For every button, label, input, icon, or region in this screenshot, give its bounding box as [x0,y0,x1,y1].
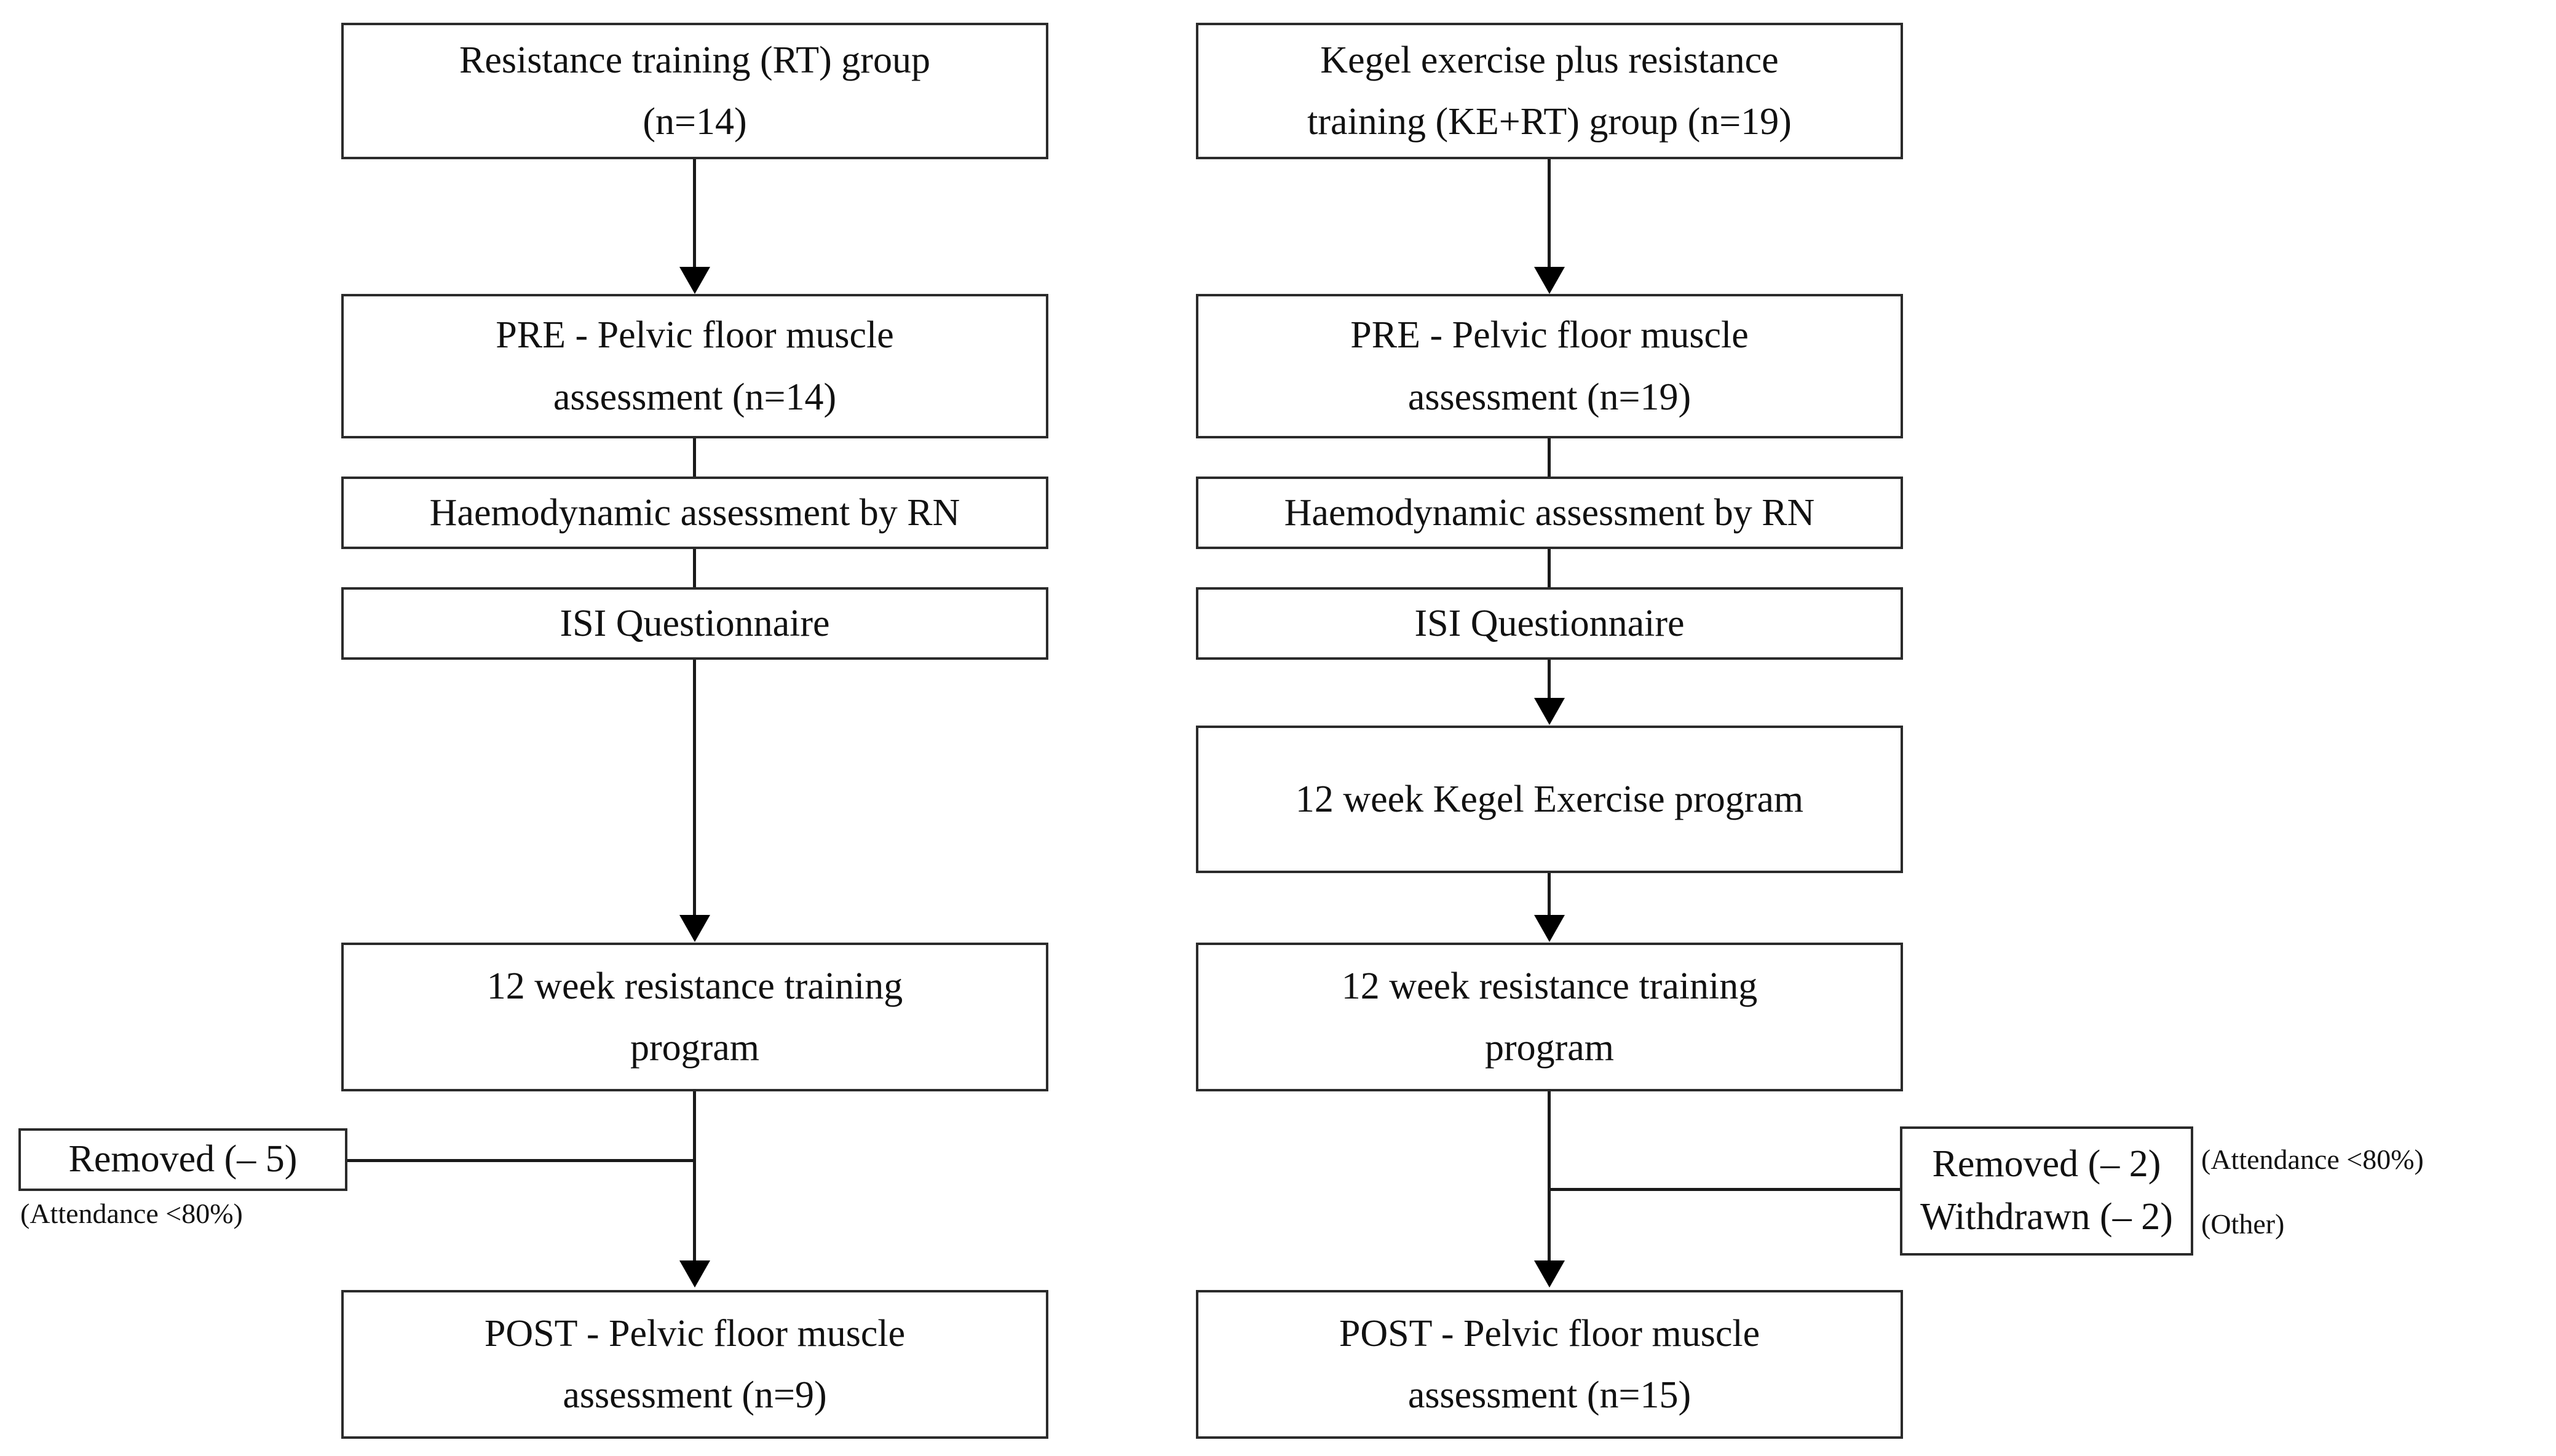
connector-kert-isi-to-kegel [1548,660,1551,700]
connector-rt-removed-branch [347,1159,694,1162]
connector-kert-group-to-pre [1548,159,1551,271]
node-kert-kegel-program: 12 week Kegel Exercise program [1196,726,1903,873]
node-rt-group-line1: Resistance training (RT) group [459,39,930,81]
connector-kert-haemo-to-isi [1548,549,1551,588]
node-kert-training-line2: program [1484,1027,1615,1069]
node-kert-training-program: 12 week resistance training program [1196,943,1903,1091]
node-rt-training-line1: 12 week resistance training [486,965,903,1007]
node-kert-kegel-label: 12 week Kegel Exercise program [1295,778,1804,820]
arrowhead-kert-kegel-to-program [1534,915,1565,942]
node-kert-removed-withdrawn: Removed (– 2) Withdrawn (– 2) [1900,1126,2193,1256]
node-rt-haemodynamic-label: Haemodynamic assessment by RN [429,491,960,534]
connector-kert-kegel-to-program [1548,873,1551,917]
node-kert-pre-line2: assessment (n=19) [1407,376,1691,418]
node-kert-post-assessment: POST - Pelvic floor muscle assessment (n… [1196,1290,1903,1439]
note-kert-removed-reason-1: (Other) [2201,1208,2285,1240]
node-kert-pre-assessment: PRE - Pelvic floor muscle assessment (n=… [1196,294,1903,438]
node-kert-haemodynamic: Haemodynamic assessment by RN [1196,477,1903,549]
connector-rt-program-to-post [693,1091,696,1262]
node-rt-isi-label: ISI Questionnaire [560,602,830,644]
arrowhead-rt-isi-to-program [679,915,710,942]
node-kert-group: Kegel exercise plus resistance training … [1196,23,1903,159]
node-kert-pre-line1: PRE - Pelvic floor muscle [1350,314,1749,357]
node-rt-post-line2: assessment (n=9) [563,1374,827,1416]
node-kert-removed-row-1: Withdrawn (– 2) [1920,1196,2173,1238]
node-rt-removed: Removed (– 5) [18,1128,347,1191]
node-kert-group-line2: training (KE+RT) group (n=19) [1307,101,1792,143]
node-kert-isi-questionnaire: ISI Questionnaire [1196,587,1903,660]
node-kert-training-line1: 12 week resistance training [1341,965,1758,1007]
node-kert-haemodynamic-label: Haemodynamic assessment by RN [1284,491,1815,534]
connector-rt-pre-to-haemo [693,438,696,478]
connector-kert-removed-branch [1548,1188,1903,1191]
node-rt-training-line2: program [630,1027,760,1069]
node-rt-training-program: 12 week resistance training program [341,943,1048,1091]
node-rt-post-assessment: POST - Pelvic floor muscle assessment (n… [341,1290,1048,1439]
connector-rt-isi-to-program [693,660,696,917]
connector-kert-pre-to-haemo [1548,438,1551,478]
arrowhead-kert-program-to-post [1534,1260,1565,1288]
node-rt-group-line2: (n=14) [643,101,747,143]
connector-rt-group-to-pre [693,159,696,271]
arrowhead-rt-program-to-post [679,1260,710,1288]
node-rt-pre-assessment: PRE - Pelvic floor muscle assessment (n=… [341,294,1048,438]
note-rt-removed-reason-0: (Attendance <80%) [20,1198,243,1229]
node-rt-removed-row-0: Removed (– 5) [68,1138,298,1181]
node-kert-group-line1: Kegel exercise plus resistance [1320,39,1779,81]
node-rt-haemodynamic: Haemodynamic assessment by RN [341,477,1048,549]
connector-rt-haemo-to-isi [693,549,696,588]
node-kert-removed-row-0: Removed (– 2) [1932,1143,2161,1185]
arrowhead-kert-group-to-pre [1534,267,1565,294]
node-rt-pre-line1: PRE - Pelvic floor muscle [496,314,894,357]
node-rt-post-line1: POST - Pelvic floor muscle [484,1312,906,1355]
node-rt-isi-questionnaire: ISI Questionnaire [341,587,1048,660]
node-kert-isi-label: ISI Questionnaire [1414,602,1685,644]
connector-kert-program-to-post [1548,1091,1551,1262]
arrowhead-rt-group-to-pre [679,267,710,294]
note-kert-removed-reason-0: (Attendance <80%) [2201,1144,2424,1175]
node-kert-post-line1: POST - Pelvic floor muscle [1339,1312,1760,1355]
node-kert-post-line2: assessment (n=15) [1407,1374,1691,1416]
arrowhead-kert-isi-to-kegel [1534,698,1565,725]
node-rt-pre-line2: assessment (n=14) [553,376,837,418]
node-rt-group: Resistance training (RT) group (n=14) [341,23,1048,159]
